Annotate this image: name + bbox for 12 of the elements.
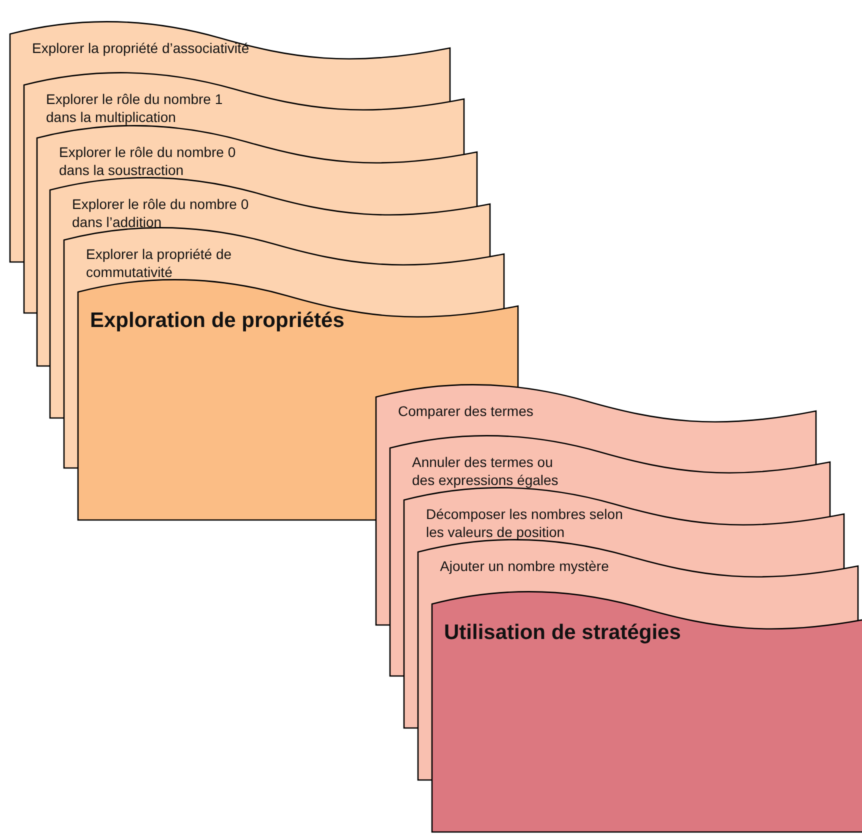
card-label: Explorer le rôle du nombre 0 dans l’addition bbox=[72, 196, 250, 231]
card-label: Explorer le rôle du nombre 1 dans la multiplication bbox=[46, 91, 224, 126]
card-label: Comparer des termes bbox=[398, 403, 534, 420]
card-label: Explorer le rôle du nombre 0 dans la soustraction bbox=[59, 144, 237, 179]
card-title: Utilisation de stratégies bbox=[444, 620, 682, 646]
document-card bbox=[432, 592, 862, 832]
card-label: Ajouter un nombre mystère bbox=[440, 558, 610, 576]
card-label: Explorer la propriété de commutativité bbox=[86, 246, 233, 281]
card-label: Annuler des termes ou des expressions égales bbox=[412, 454, 560, 489]
card-title: Exploration de propriétés bbox=[90, 308, 346, 334]
card-label: Décomposer les nombres selon les valeurs de position bbox=[426, 506, 624, 541]
card-label: Explorer la propriété d’associativité bbox=[32, 40, 250, 58]
